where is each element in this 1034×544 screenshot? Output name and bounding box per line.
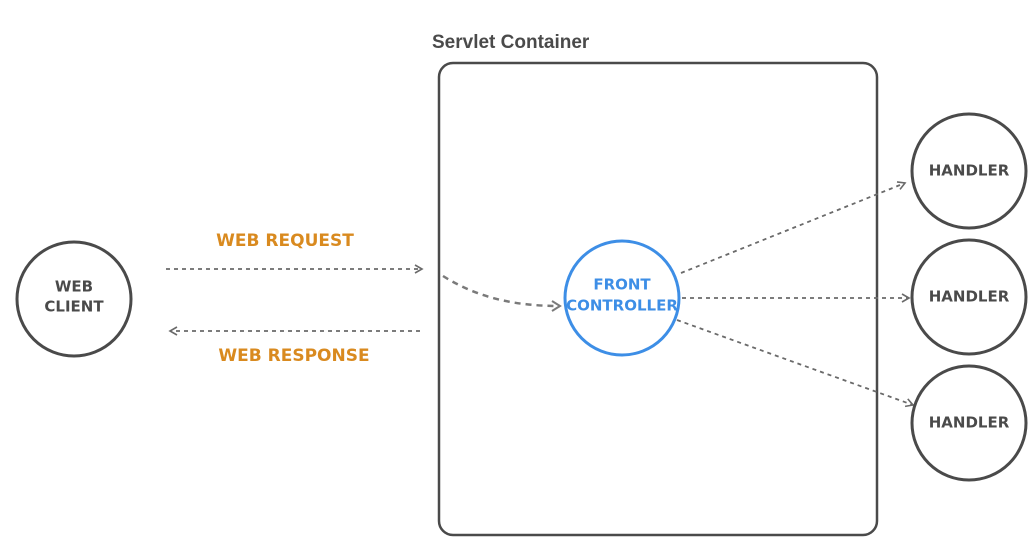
handler-circle [910, 112, 1028, 230]
handler-circle [910, 364, 1028, 482]
web-client-label-line2: CLIENT [44, 298, 104, 316]
front-controller-circle [563, 239, 681, 357]
handler-label: HANDLER [929, 288, 1010, 306]
handler-node: HANDLER [910, 364, 1028, 482]
handler-node: HANDLER [910, 112, 1028, 230]
handler-label: HANDLER [929, 414, 1010, 432]
front-controller-label-line2: CONTROLLER [566, 297, 678, 315]
handler-node: HANDLER [910, 238, 1028, 356]
dispatch-arrow [442, 274, 562, 312]
front-controller-node: FRONT CONTROLLER [563, 239, 681, 357]
handler-arrow-3 [676, 319, 915, 408]
container-title: Servlet Container [432, 32, 590, 53]
handler-label: HANDLER [929, 162, 1010, 180]
web-request-label: WEB REQUEST [216, 231, 354, 251]
web-client-circle [15, 240, 133, 358]
handler-arrow-1 [680, 181, 907, 274]
web-client-node: WEB CLIENT [15, 240, 133, 358]
web-client-label-line1: WEB [55, 278, 93, 296]
web-response-label: WEB RESPONSE [218, 346, 369, 366]
servlet-container-box [437, 61, 879, 537]
front-controller-label-line1: FRONT [593, 276, 651, 294]
handler-circle [910, 238, 1028, 356]
